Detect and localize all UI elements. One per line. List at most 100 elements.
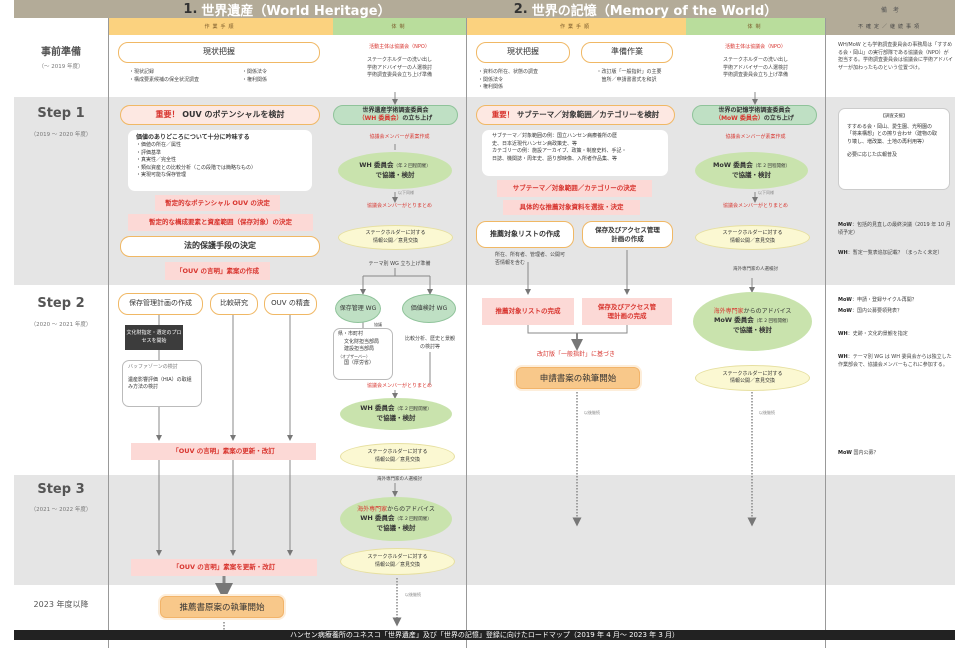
wh-conservation-plan-box: 保存管理計画の作成	[118, 293, 203, 315]
consultation-label: 協議	[374, 322, 382, 327]
bullet: ・価値の所在／属性	[136, 142, 182, 148]
wh-components-decision: 暫定的な構成要素と資産範囲（保存対象）の決定	[128, 214, 313, 231]
support-pr: 必要に応じた広報普及	[847, 152, 898, 159]
desc-line: カテゴリーの例：施設アーカイブ、政策・制度史料、手記・	[492, 148, 627, 154]
bullet: ・評価基準	[136, 149, 162, 156]
committee-name: MoW 委員会	[713, 316, 754, 325]
wh-wg-prep: テーマ別 WG 立ち上げ準備	[368, 261, 431, 267]
tag: WH	[838, 250, 848, 256]
mow-subtheme-box: 重要！ サブテーマ／対象範囲／カテゴリーを検討	[476, 105, 675, 125]
wh-title: 1.世界遺産（World Heritage）	[108, 0, 466, 19]
wh-s2-stakeholder: ステークホルダーに対する情報公開／意見交換	[340, 443, 455, 470]
mow-list-note: 所在、所有者、管理者、公開可否情報を含む	[495, 252, 566, 266]
mow-system-header: 体制	[686, 18, 825, 35]
wh-buffer-box: バッファゾーンの検討遺産影響評価（HIA）の取組み方法の検討	[122, 360, 202, 407]
mow-s1-stakeholder: ステークホルダーに対する情報公開／意見交換	[695, 225, 810, 250]
wh-expert-select: 海外専門家の人選検討	[377, 477, 422, 482]
wh-s2-committee: WH 委員会（年 2 回程開催）で協議・検討	[340, 398, 452, 430]
row-years-prep: （～ 2019 年度）	[38, 64, 84, 70]
mow-expert-select: 海外専門家の人選検討	[733, 267, 778, 272]
wh-number: 1.	[183, 1, 198, 17]
committee-name: MoW 委員会	[712, 160, 753, 169]
wh-committee-meeting: WH 委員会（年 2 回程開催）で協議・検討	[338, 152, 452, 189]
notes-title: 備 考	[825, 0, 955, 18]
important-label: 重要！	[155, 109, 180, 119]
wh-ouv-draft: 「OUV の言明」素案の作成	[165, 262, 270, 280]
tag: WH	[838, 331, 848, 337]
bullet: ・改訂版「一般指針」の主要	[596, 69, 662, 75]
committee-name: WH 委員会	[360, 404, 395, 413]
note-prep: WH/MoW とも学術調査委員会の事務局は「すすめる会・岡山」の実行部隊である協…	[838, 42, 954, 71]
stakeholder-line: ステークホルダーに対する	[367, 449, 428, 455]
tag: WH	[838, 354, 848, 360]
desc-line: 日誌、機関誌・周年史、語り部映像、入所者作品集、等	[492, 155, 618, 162]
committee-tail: の立ち上げ	[402, 115, 433, 122]
wh-prep-system-red: 活動主体は協議会（NPO）	[369, 44, 430, 50]
line: 学術調査委員会立ち上げ準備	[366, 72, 432, 78]
expert-red: 海外専門家	[713, 308, 744, 316]
wh-prep-system-lines: ステークホルダーの洗い出し学術アドバイザーの人選検討学術調査委員会立ち上げ準備	[333, 57, 466, 80]
wh-procedure-header: 作業手順	[108, 18, 333, 35]
summary-text: 協議会メンバーがとりまとめ	[366, 203, 432, 209]
note-text: ：包括的見直しの最終決議（2019 年 10 月頃予定）	[838, 222, 951, 236]
committee-action: で協議・検討	[733, 326, 772, 334]
wh-nomination-draft: 推薦書原案の執筆開始	[160, 596, 284, 618]
note-text: ：暫定一覧表追加記載？（まったく未定）	[847, 250, 943, 256]
support-title: 【調査支援】	[880, 114, 908, 119]
mow-s1-draft: 協議会メンバーが素案作成	[725, 134, 786, 140]
wh-designation-process: 文化財指定・選定のプロセスを開始	[125, 325, 183, 350]
committee-abbr: （WH 委員会）	[358, 115, 403, 122]
wh-prep-bullets-right: ・関係法令・権利関係	[242, 69, 267, 84]
member: 国（厚労省）	[344, 359, 375, 366]
committee-freq: （年 2 回程開催）	[752, 163, 791, 169]
divider	[825, 18, 826, 648]
bullet: ・真実性／完全性	[136, 157, 177, 163]
wh-value-heading: 価値のありどころについて十分に吟味する	[136, 134, 250, 141]
bullet: ・類似資産との比較分析（この段階では簡略なもの）	[136, 164, 256, 171]
wh-wg-members: 県・市町村文化財担当部局建設担当部局（オブザーバー）国（厚労省）	[333, 328, 393, 380]
line: 学術アドバイザーの人選検討	[722, 64, 788, 71]
committee-name: 世界遺産学術調査委員会	[362, 107, 429, 115]
mow-material-decision: 具体的な推薦対象資料を選抜・決定	[503, 200, 640, 215]
committee-action: で協議・検討	[376, 523, 416, 532]
note-s2-mow2: MoW：国内公募要領発表？	[838, 308, 953, 316]
note-s2-mow3: MoW 国内公募？	[838, 450, 953, 458]
support-body: すすめる会・岡山、愛生園、光明園の「将来構想」との擦り合わせ（建物の取り壊し、増…	[847, 123, 937, 145]
important-label: 重要！	[491, 110, 515, 120]
mow-prep-bullets-left: ・資料の所在、状態の調査・関係法令・権利関係	[478, 69, 538, 92]
wh-s1-draft: 協議会メンバーが素案作成	[369, 134, 430, 140]
bullet: ・現状記録	[129, 69, 155, 75]
bullet: ・資料の所在、状態の調査	[478, 69, 539, 75]
committee-abbr: （MoW 委員会）	[715, 115, 764, 122]
committee-action: で協議・検討	[375, 170, 415, 179]
mow-access-plan-box: 保存及びアクセス管理計画の作成	[582, 221, 673, 248]
mow-prep-bullets-right: ・改訂版「一般指針」の主要箇所／申請書書式を和訳	[583, 69, 675, 84]
buffer-text: バッファゾーンの検討	[128, 364, 178, 370]
mow-prep-work-box: 準備作業	[581, 42, 673, 63]
committee-freq: （年 2 回程開催）	[753, 319, 792, 325]
wh-legal-protection-box: 法的保護手段の決定	[120, 236, 320, 257]
notes-sub-header: 不確定／継続事項	[825, 18, 955, 35]
stakeholder-line: 情報公開／意見交換	[729, 237, 775, 244]
wh-title-text: 世界遺産（World Heritage）	[201, 3, 391, 19]
mow-status-box: 現状把握	[476, 42, 570, 63]
desc-line: 史、日本近現代ハンセン病政策史、等	[492, 140, 578, 147]
mow-access-complete: 保存及びアクセス管理計画の完成	[582, 298, 672, 325]
mow-subtheme-desc: サブテーマ／対象範囲の例：国立ハンセン病療養所の歴史、日本近現代ハンセン病政策史…	[482, 130, 668, 176]
mow-subtheme-decision: サブテーマ／対象範囲／カテゴリーの決定	[497, 180, 652, 197]
wh-continue: 以後継続	[405, 592, 421, 597]
row-label-after: 2023 年度以降	[33, 600, 89, 609]
row-label-step2: Step 2	[37, 296, 85, 311]
tag: MoW	[838, 222, 852, 228]
expert-tail: からのアドバイス	[743, 308, 792, 316]
row-label-prep: 事前準備	[41, 47, 81, 58]
committee-action: で協議・検討	[376, 414, 416, 422]
stakeholder-line: 情報公開／意見交換	[729, 378, 775, 384]
mow-s2-stakeholder: ステークホルダーに対する情報公開／意見交換	[695, 365, 810, 391]
tag: MoW	[838, 308, 852, 314]
wh-ouv-review-box: OUV の精査	[264, 293, 317, 315]
bullet: ・関係法令	[242, 69, 268, 75]
mow-prep-system-red: 活動主体は協議会（NPO）	[725, 44, 786, 50]
committee-freq: （年 2 回程開催）	[393, 163, 431, 169]
